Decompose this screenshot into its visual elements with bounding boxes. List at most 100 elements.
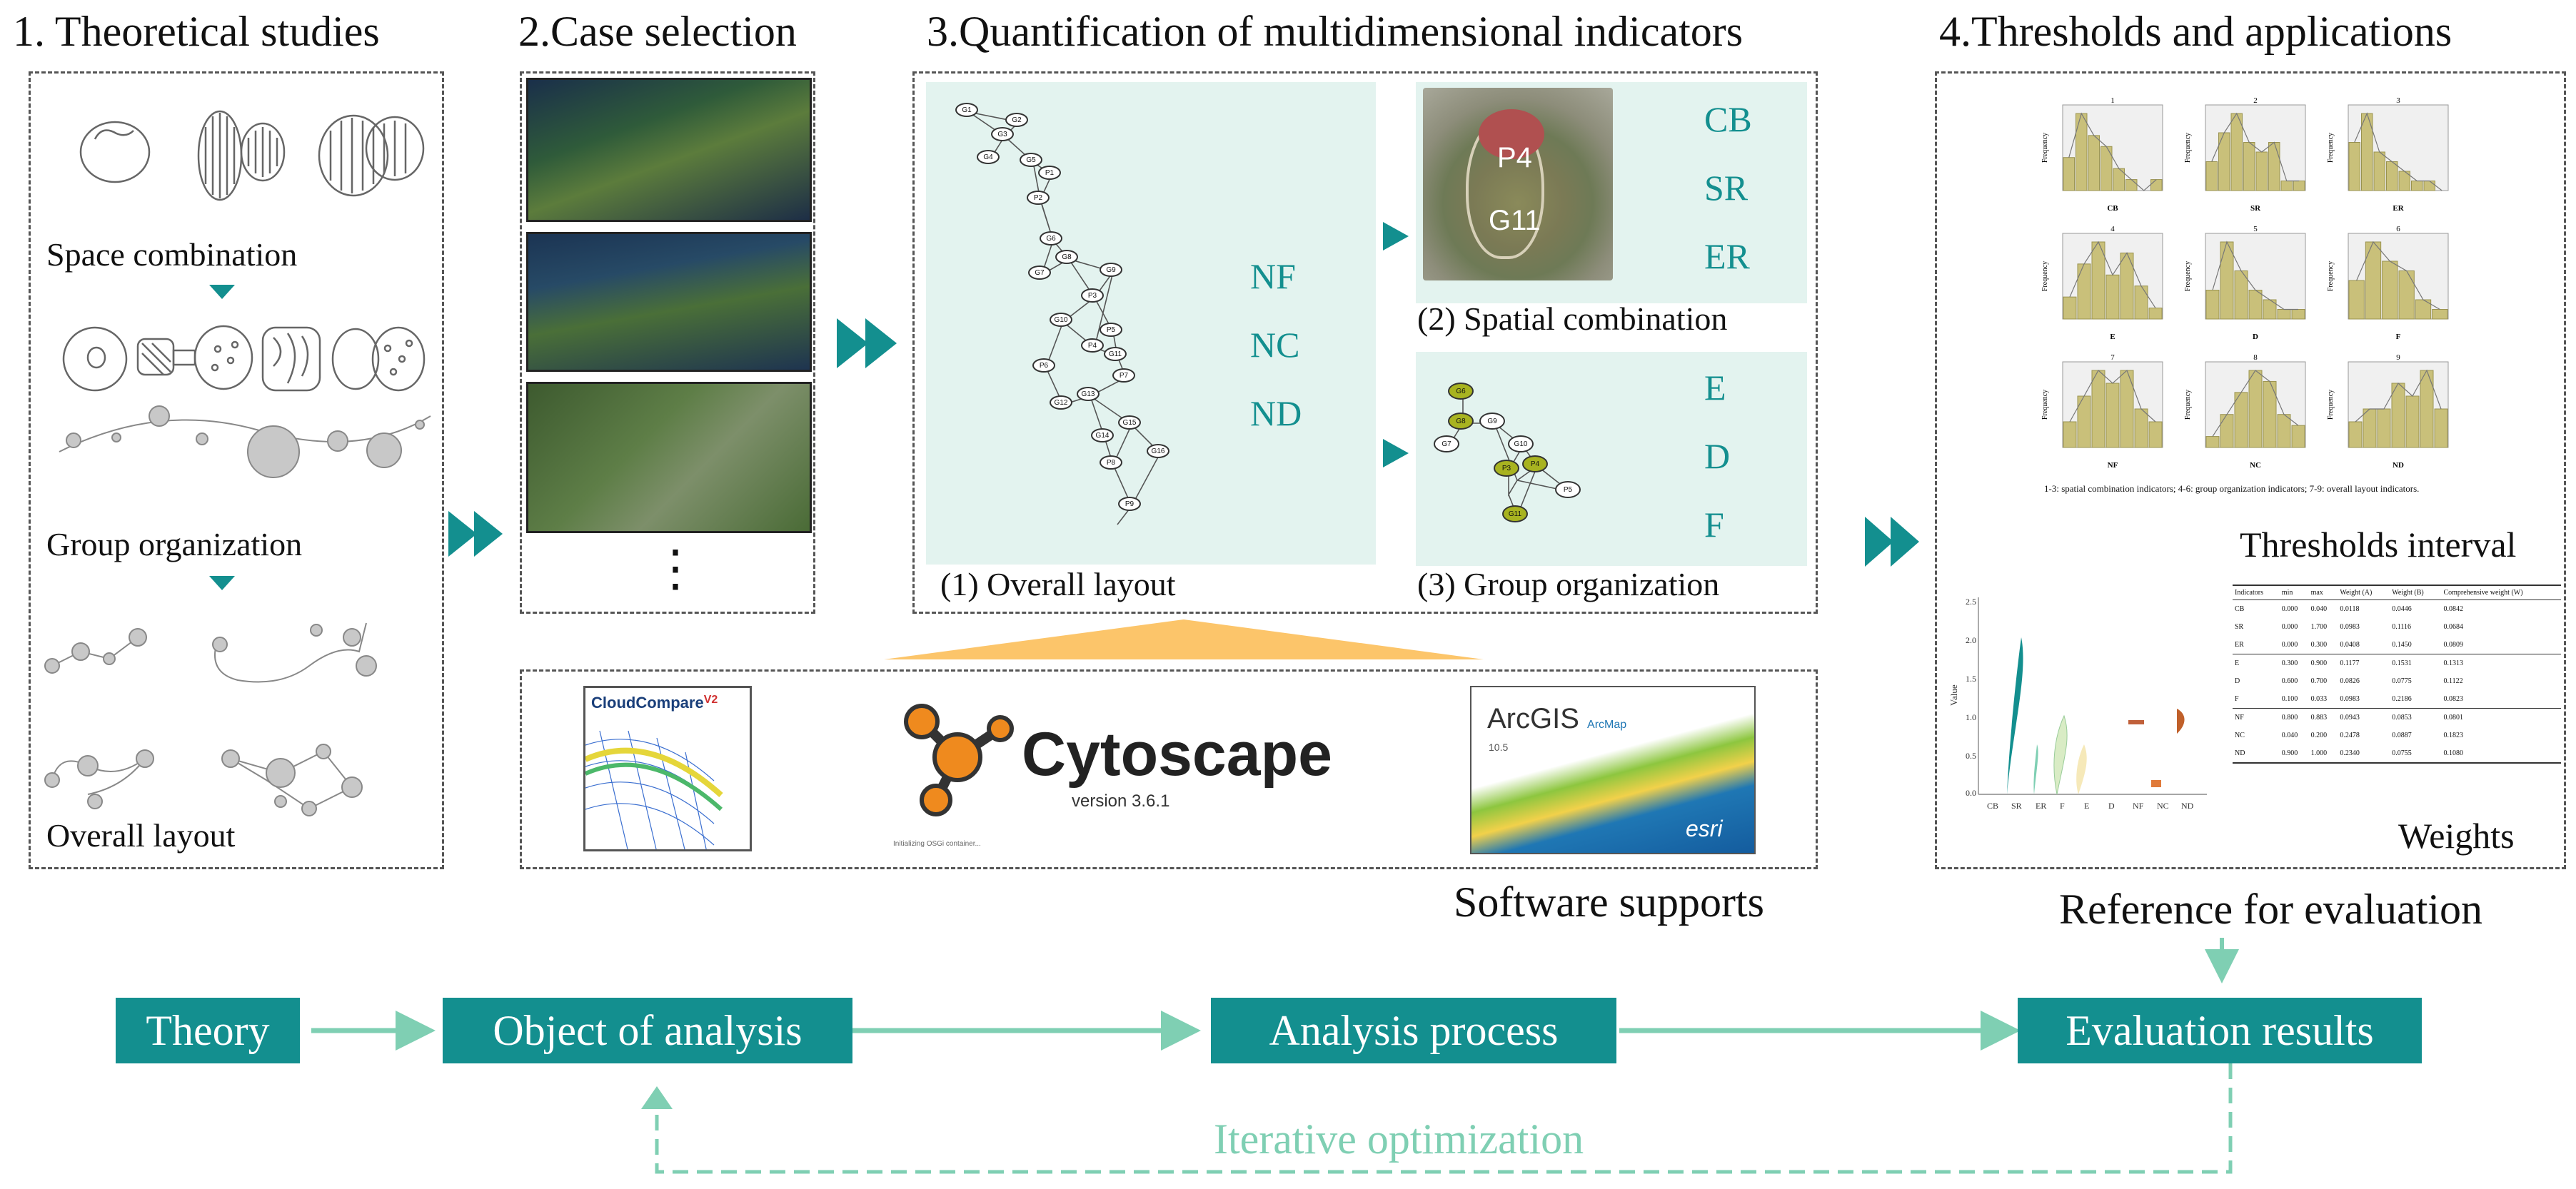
layout-node-p9: P9 bbox=[1118, 497, 1141, 511]
violin-tick-cb: CB bbox=[1987, 801, 1998, 811]
violin-tick-nd: ND bbox=[2181, 801, 2194, 811]
histogram-9-bar-2 bbox=[2363, 408, 2377, 448]
table-cell: 0.0408 bbox=[2340, 641, 2360, 649]
layout-node-g11: G11 bbox=[1104, 347, 1127, 361]
histogram-7-title: 7 bbox=[2110, 353, 2115, 362]
group-node-p5: P5 bbox=[1555, 481, 1581, 498]
svg-text:0.0: 0.0 bbox=[1966, 788, 1976, 798]
violin-e bbox=[2076, 744, 2087, 794]
histogram-5-bar-7 bbox=[2291, 309, 2305, 320]
double-arrow-1 bbox=[448, 511, 503, 557]
case-photo-2 bbox=[526, 232, 812, 372]
arcgis-product: ArcMap bbox=[1587, 719, 1627, 731]
overall-layout-area bbox=[926, 82, 1376, 565]
histogram-4-bar-1 bbox=[2063, 296, 2077, 320]
table-header-cell: Comprehensive weight (W) bbox=[2441, 585, 2561, 600]
layout-node-g13: G13 bbox=[1077, 387, 1100, 401]
histogram-3-bar-4 bbox=[2386, 161, 2398, 191]
violin-ylabel: Value bbox=[1950, 684, 1959, 706]
histogram-8-xlabel: NC bbox=[2250, 461, 2261, 470]
indicator-er: ER bbox=[1704, 236, 1750, 276]
histogram-5-bar-3 bbox=[2234, 270, 2248, 320]
down-arrow-2 bbox=[209, 576, 235, 590]
indicator-nf: NF bbox=[1250, 256, 1296, 296]
violin-f bbox=[2053, 714, 2068, 795]
table-cell: 0.0755 bbox=[2390, 744, 2442, 764]
table-cell: 0.2478 bbox=[2340, 732, 2360, 739]
violin-tick-f: F bbox=[2060, 801, 2065, 811]
table-header-cell: Indicators bbox=[2233, 585, 2280, 600]
table-cell: SR bbox=[2235, 623, 2244, 631]
table-cell: 0.1116 bbox=[2392, 623, 2412, 631]
layout-node-p8: P8 bbox=[1100, 455, 1122, 470]
table-header-cell: Weight (A) bbox=[2338, 585, 2390, 600]
histogram-2-bar-3 bbox=[2230, 113, 2243, 191]
case-photo-3 bbox=[526, 382, 812, 533]
histogram-8-title: 8 bbox=[2253, 353, 2258, 362]
thresholds-interval-title: Thresholds interval bbox=[2240, 525, 2517, 565]
violin-tick-nf: NF bbox=[2133, 801, 2144, 811]
cytoscape-logo-icon bbox=[904, 704, 1014, 816]
table-cell: 0.000 bbox=[2281, 623, 2298, 631]
table-cell: CB bbox=[2235, 605, 2245, 613]
histogram-6-bar-3 bbox=[2382, 260, 2398, 320]
histogram-2-title: 2 bbox=[2253, 96, 2258, 105]
layout-node-g10: G10 bbox=[1050, 313, 1072, 327]
violin-nc bbox=[2151, 780, 2161, 787]
label-overall-layout: Overall layout bbox=[46, 817, 236, 854]
layout-node-g9: G9 bbox=[1100, 263, 1122, 277]
table-cell: 0.900 bbox=[2308, 654, 2338, 672]
table-cell: E bbox=[2233, 654, 2280, 672]
histogram-7-bar-4 bbox=[2105, 383, 2120, 448]
table-cell: 1.700 bbox=[2310, 623, 2328, 631]
indicator-f: F bbox=[1704, 505, 1724, 545]
indicator-e: E bbox=[1704, 368, 1726, 408]
histogram-7-ylabel: Frequency bbox=[2041, 390, 2049, 420]
table-cell: 0.0853 bbox=[2390, 708, 2442, 727]
cloudcompare-mesh-graphic bbox=[585, 730, 723, 849]
cytoscape-logo bbox=[893, 693, 1022, 821]
layout-node-p4: P4 bbox=[1081, 338, 1104, 353]
table-cell: 0.0118 bbox=[2340, 605, 2360, 613]
histogram-5-bar-4 bbox=[2248, 290, 2263, 320]
histogram-4-xlabel: E bbox=[2110, 333, 2115, 341]
arcgis-name: ArcGIS bbox=[1487, 703, 1579, 734]
histogram-2-bar-7 bbox=[2280, 181, 2293, 191]
histogram-7-bar-3 bbox=[2091, 370, 2105, 448]
indicator-nc: NC bbox=[1250, 325, 1300, 365]
group-node-p4: P4 bbox=[1522, 455, 1548, 472]
group-organization-area bbox=[1416, 352, 1807, 566]
table-cell: 0.0983 bbox=[2340, 623, 2360, 631]
svg-text:1.5: 1.5 bbox=[1966, 674, 1976, 684]
theory-panel: Space combination Group organization Ove… bbox=[29, 71, 444, 869]
table-cell: ND bbox=[2233, 744, 2280, 764]
table-cell: 0.2340 bbox=[2338, 744, 2390, 764]
header-case-selection: 2.Case selection bbox=[518, 8, 797, 55]
group-node-g8: G8 bbox=[1448, 413, 1474, 430]
layout-node-g5: G5 bbox=[1020, 153, 1042, 167]
histogram-6-ylabel: Frequency bbox=[2327, 261, 2335, 291]
layout-node-g16: G16 bbox=[1147, 444, 1169, 458]
histogram-3-bar-7 bbox=[2423, 181, 2435, 191]
histogram-6-bar-1 bbox=[2348, 280, 2365, 320]
histogram-9-bar-4 bbox=[2391, 383, 2405, 448]
table-cell: 0.0446 bbox=[2392, 605, 2412, 613]
histogram-9-bar-7 bbox=[2434, 408, 2448, 448]
histogram-9-xlabel: ND bbox=[2393, 461, 2404, 470]
violin-tick-sr: SR bbox=[2011, 801, 2022, 811]
table-cell: 0.0887 bbox=[2392, 732, 2412, 739]
esri-logo: esri bbox=[1686, 816, 1723, 841]
histogram-4-bar-7 bbox=[2148, 308, 2163, 320]
down-arrow-1 bbox=[209, 285, 235, 299]
histogram-8-bar-4 bbox=[2248, 370, 2263, 448]
